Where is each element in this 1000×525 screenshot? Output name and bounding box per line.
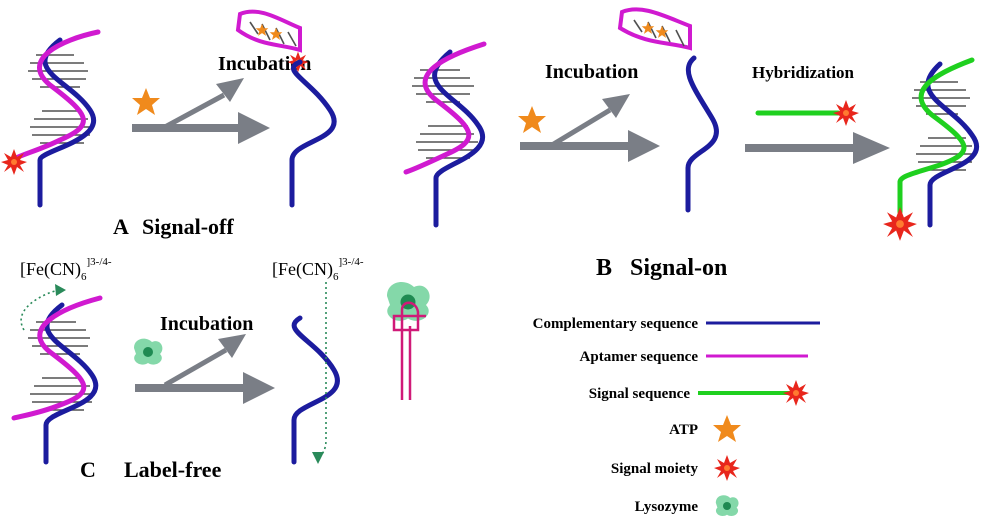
panel-b-caption: Signal-on [630, 255, 727, 281]
panel-c-caption: Label-free [124, 457, 222, 482]
panel-b-product-duplex [883, 57, 979, 241]
panel-b-duplex [403, 41, 487, 228]
lysozyme-icon [134, 338, 163, 365]
incubation-arrow [132, 112, 270, 144]
aptamer-atp-complex [617, 7, 692, 51]
panel-c-step-label: Incubation [160, 313, 253, 335]
release-arrow [163, 78, 244, 130]
panel-a-letter: A [113, 214, 129, 239]
legend-aptamer-label: Aptamer sequence [580, 349, 699, 365]
incubation-arrow [135, 372, 275, 404]
legend-signal-seq-label: Signal sequence [589, 386, 691, 402]
incubation-arrow [520, 130, 660, 162]
legend-atp-label: ATP [669, 422, 698, 438]
panel-c-duplex [11, 295, 103, 465]
atp-star-icon [132, 88, 160, 115]
panel-c: [Fe(CN)6]3-/4- Incubation [Fe(CN)6]3-/4- [11, 256, 430, 482]
atp-star-icon [518, 106, 546, 133]
panel-b-step2-label: Hybridization [752, 63, 855, 82]
red-burst-icon [783, 380, 809, 406]
release-arrow [550, 94, 630, 148]
panel-b-letter: B [596, 255, 612, 281]
green-blob-icon [715, 495, 739, 517]
aptamer-lysozyme-complex [387, 281, 430, 400]
signal-probe [755, 100, 859, 126]
panel-a-duplex [1, 29, 101, 208]
legend-complementary-label: Complementary sequence [533, 316, 699, 332]
hybridization-arrow [745, 132, 890, 164]
legend: Complementary sequence Aptamer sequence … [533, 316, 820, 517]
panel-a-step-label: Incubation [218, 53, 311, 75]
panel-c-letter: C [80, 457, 96, 482]
ferricyanide-label-right: [Fe(CN)6]3-/4- [272, 256, 364, 283]
probe-diffusion-arrow [317, 282, 327, 459]
orange-star-icon [713, 415, 741, 442]
ferricyanide-label-left: [Fe(CN)6]3-/4- [20, 256, 112, 283]
panel-b-step-label: Incubation [545, 61, 638, 83]
panel-a-caption: Signal-off [142, 214, 234, 239]
panel-a: Incubation A Signal-off [1, 9, 337, 239]
probe-diffusion-arrow [20, 289, 59, 331]
legend-lysozyme-label: Lysozyme [635, 499, 699, 515]
panel-b: Incubation Hybridization [403, 7, 979, 281]
release-arrow [163, 334, 246, 388]
legend-moiety-label: Signal moiety [611, 461, 699, 477]
red-burst-icon [714, 455, 740, 481]
aptamer-atp-complex [235, 9, 309, 73]
